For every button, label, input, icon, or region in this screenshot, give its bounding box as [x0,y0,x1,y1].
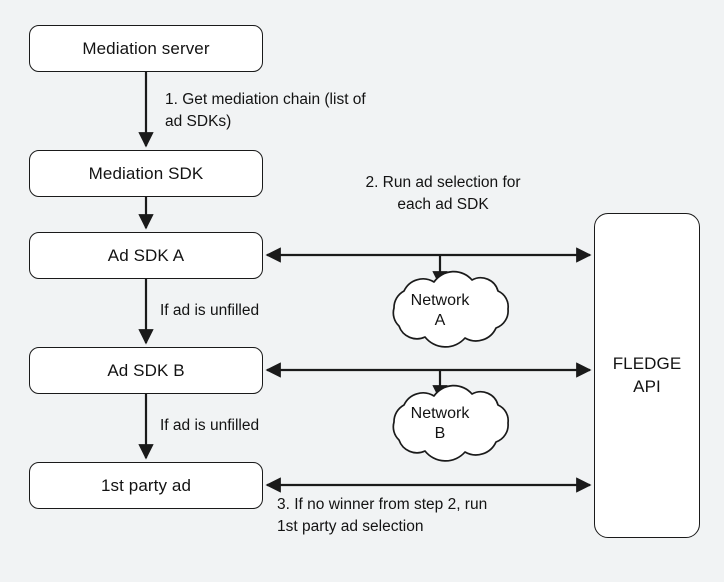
node-first-party-ad: 1st party ad [29,462,263,509]
node-first-party-ad-label: 1st party ad [100,475,192,495]
node-ad-sdk-a: Ad SDK A [29,232,263,279]
edge-label-step-3: 3. If no winner from step 2, run 1st par… [277,496,488,535]
network-b-cloud-shape [392,384,510,462]
edge-label-step-1: 1. Get mediation chain (list of ad SDKs) [165,91,366,130]
node-mediation-sdk: Mediation SDK [29,150,263,197]
node-fledge-api-label-line1: FLEDGE [612,354,682,374]
edge-label-if-ad-unfilled-b: If ad is unfilled [160,417,260,434]
node-mediation-sdk-label: Mediation SDK [88,163,204,183]
edge-label-if-ad-unfilled-a: If ad is unfilled [160,302,260,319]
node-mediation-server-label: Mediation server [82,38,210,58]
node-fledge-api: FLEDGE API [594,213,700,538]
network-a-cloud-shape [392,270,510,348]
node-mediation-server: Mediation server [29,25,263,72]
node-ad-sdk-b: Ad SDK B [29,347,263,394]
node-ad-sdk-b-label: Ad SDK B [107,360,185,380]
node-fledge-api-label-line2: API [633,376,661,396]
edge-label-step-2: 2. Run ad selection for each ad SDK [365,174,521,213]
node-ad-sdk-a-label: Ad SDK A [107,245,185,265]
